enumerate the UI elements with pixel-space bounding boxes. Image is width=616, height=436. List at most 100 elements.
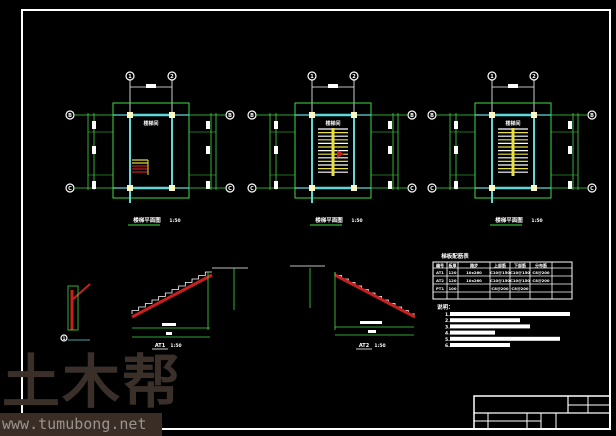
axis-label: C — [590, 186, 594, 192]
table-cell: AT2 — [436, 278, 444, 283]
table-header: 上部筋 — [494, 262, 506, 268]
axis-label: 2 — [170, 74, 174, 80]
column — [169, 185, 175, 191]
stair-section-at1: AT1 1:50 — [131, 267, 248, 350]
column — [351, 185, 357, 191]
section-scale: 1:50 — [374, 343, 385, 349]
note-text — [450, 330, 495, 335]
note-item: 2. — [445, 318, 450, 324]
detail-slab — [71, 283, 91, 301]
room-label: 楼梯间 — [505, 120, 520, 127]
dimension-text — [360, 321, 382, 324]
dimension-text — [146, 84, 156, 88]
column — [531, 112, 537, 118]
dimension-text — [162, 323, 176, 326]
watermark-url: www.tumubong.net — [0, 413, 162, 436]
dimension-text — [206, 181, 210, 189]
table-cell: C8@200 — [532, 270, 550, 275]
dimension-text — [206, 146, 210, 154]
outer-wall — [294, 102, 372, 199]
dimension-text — [568, 181, 572, 189]
note-text — [450, 324, 530, 329]
axis-label: 2 — [532, 74, 536, 80]
axis-label: B — [430, 113, 434, 119]
dimension-text — [274, 121, 278, 129]
detail-outline — [67, 285, 79, 331]
table-header: 编号 — [436, 262, 444, 268]
column — [489, 112, 495, 118]
column — [169, 112, 175, 118]
note-item: 3. — [445, 324, 450, 330]
room-label: 楼梯间 — [325, 120, 340, 127]
axis-label: 1 — [490, 74, 494, 80]
table-header: 板厚 — [449, 262, 457, 268]
plan-title: 楼梯平面图 — [495, 216, 523, 224]
title-block — [473, 395, 611, 430]
axis-label: C — [430, 186, 434, 192]
dimension-text — [508, 84, 518, 88]
outer-wall — [474, 102, 552, 199]
dimension-text — [206, 121, 210, 129]
note-text — [450, 336, 560, 341]
stair-steps — [131, 271, 212, 314]
dimension-text — [92, 146, 96, 154]
dimension-text — [568, 146, 572, 154]
table-cell: C10@150 — [490, 278, 510, 283]
dimension-text — [92, 181, 96, 189]
note-item: 1. — [445, 312, 450, 318]
table-cell: 120 — [449, 278, 457, 283]
table-cell: C10@150 — [490, 270, 510, 275]
axis-label: B — [68, 113, 72, 119]
outer-wall — [112, 102, 190, 199]
axis-label: 1 — [310, 74, 314, 80]
axis-label: C — [410, 186, 414, 192]
section-scale: 1:50 — [170, 343, 181, 349]
table-cell: 100 — [449, 286, 457, 291]
dimension-text — [454, 181, 458, 189]
dimension-text — [454, 146, 458, 154]
axis-label: B — [250, 113, 254, 119]
notes-title: 说明： — [437, 303, 454, 311]
table-cell: PT1 — [436, 286, 444, 291]
detail-node: 1 — [60, 283, 91, 342]
column — [309, 112, 315, 118]
table-cell: C10@150 — [510, 278, 530, 283]
section-label: AT1 — [155, 343, 166, 349]
room-label: 楼梯间 — [143, 120, 158, 127]
stair-steps — [334, 272, 415, 315]
axis-label: 2 — [352, 74, 356, 80]
direction-arrow-icon — [337, 150, 344, 158]
stair-slab — [334, 273, 416, 319]
column — [531, 185, 537, 191]
note-text — [450, 312, 570, 316]
axis-label: B — [590, 113, 594, 119]
plan-title: 楼梯平面图 — [315, 216, 343, 224]
table-title: 梯板配筋表 — [441, 252, 469, 260]
detail-label: 1 — [63, 336, 66, 341]
stair-slab — [131, 273, 213, 319]
table-cell: 10x260 — [466, 278, 482, 283]
axis-label: B — [228, 113, 232, 119]
column — [351, 112, 357, 118]
axis-label: C — [250, 186, 254, 192]
axis-label: C — [228, 186, 232, 192]
watermark-logo: 土木帮 — [2, 348, 183, 416]
note-text — [450, 318, 520, 323]
dimension-text — [454, 121, 458, 129]
notes: 说明：1.2.3.4.5.6. — [437, 303, 570, 349]
note-item: 5. — [445, 337, 450, 343]
dimension-text — [388, 121, 392, 129]
column — [127, 112, 133, 118]
column — [127, 185, 133, 191]
dimension-text — [328, 84, 338, 88]
table-header: 踏步 — [470, 262, 478, 268]
axis-label: B — [410, 113, 414, 119]
table-cell: AT1 — [436, 270, 444, 275]
dimension-text — [388, 146, 392, 154]
detail-bubble — [60, 334, 68, 342]
